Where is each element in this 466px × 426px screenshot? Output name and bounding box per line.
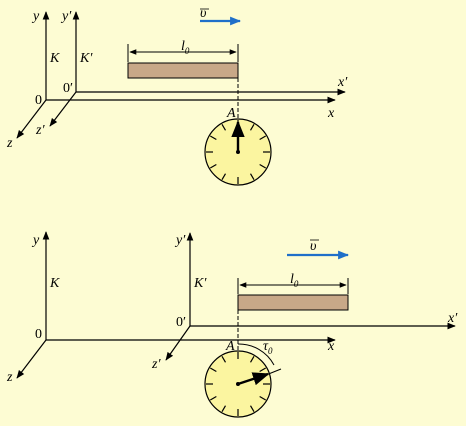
top-panel: y y′ K K′ 0 0′ x x′ z z′ υ l0 A [6,6,348,186]
z-label: z [6,136,13,151]
origin-label: 0 [35,93,42,108]
velocity-label: υ [310,239,316,254]
velocity-label: υ [200,6,206,21]
clock-tick [259,135,267,141]
clock-tick [249,405,255,413]
z-prime-axis [165,325,191,361]
rod-length-label: l0 [181,39,190,56]
z-axis [16,99,47,139]
clock-tick [259,395,267,401]
bottom-panel: y y′ K K′ 0 0′ x x′ z z′ υ l0 A τ0 [6,231,458,418]
z-prime-label: z′ [35,123,45,138]
rod [237,294,349,311]
k-prime-label: K′ [79,51,93,66]
tau-arc [237,343,275,366]
clock-tick [221,173,227,181]
x-label: x [327,339,335,354]
origin-label: 0 [35,327,42,342]
clock-tick [259,163,267,169]
clock-tick [209,163,217,169]
clock-tick [249,355,255,363]
rod [127,62,239,79]
clock-tick [221,123,227,131]
z-axis [16,339,47,379]
clock-icon [204,350,282,418]
clock-tick [209,135,217,141]
k-prime-label: K′ [193,276,207,291]
origin-prime-label: 0′ [63,81,73,96]
clock-tick [209,367,217,373]
y-prime-label: y′ [60,9,72,24]
clock-tick [209,395,217,401]
clock-tick [221,355,227,363]
clock-icon [204,118,272,186]
k-label: K [49,276,60,291]
x-prime-label: x′ [337,75,348,90]
tau-label: τ0 [263,339,273,356]
rod-length-label: l0 [290,272,299,289]
z-prime-label: z′ [151,357,161,372]
z-label: z [6,370,13,385]
clock-tick [221,405,227,413]
clock-tick [249,123,255,131]
x-label: x [327,106,335,121]
point-a-label: A [225,339,235,354]
z-prime-axis [49,91,77,127]
y-label: y [31,9,40,24]
clock-hand [237,372,270,386]
origin-prime-label: 0′ [176,315,186,330]
k-label: K [49,51,60,66]
clock-tick [259,367,267,373]
y-prime-label: y′ [174,233,186,248]
x-prime-label: x′ [447,311,458,326]
y-label: y [31,233,40,248]
point-a-label: A [226,106,236,121]
clock-tick [249,173,255,181]
